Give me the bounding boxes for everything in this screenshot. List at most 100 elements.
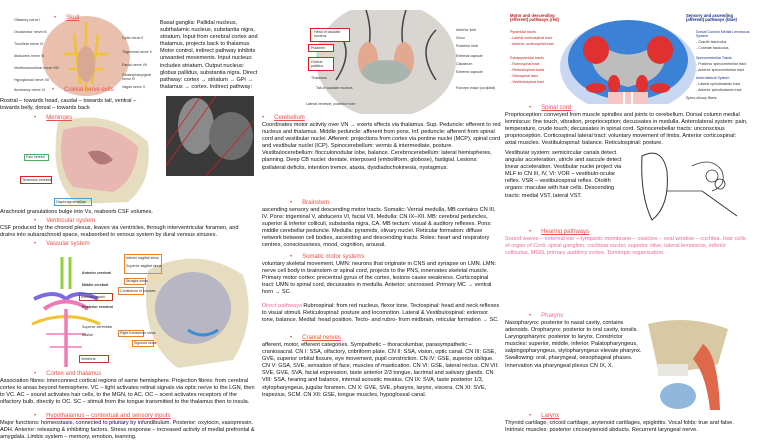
label: Anterior cerebral xyxy=(82,271,111,275)
larynx-section: •Larynx Thyroid cartilage, cricoid carti… xyxy=(505,412,749,441)
label: Putamen xyxy=(311,46,326,50)
label: Anterolateral System xyxy=(696,76,730,80)
label: Sigmoid sinus xyxy=(134,341,157,345)
basal-ganglia-text: Basal ganglia: Pallidal nucleus, subthal… xyxy=(160,20,258,90)
label: - Anterior corticospinal tract xyxy=(510,42,554,46)
meninges-note: Arachnoid granulations bulge into Vs, re… xyxy=(0,209,153,215)
hearing-text: Sound waves – external ear – tympanic me… xyxy=(505,236,746,257)
label: Internal carotid xyxy=(81,295,105,299)
label: Spino-olivary fibers xyxy=(686,96,717,100)
label: Motor and descending (efferent) pathways… xyxy=(510,13,559,22)
heading-hypothalamus: •Hypothalamus – contextual and sensory i… xyxy=(34,413,171,419)
larynx-text: Thyroid cartilage, cricoid cartilage, ar… xyxy=(505,420,734,434)
cerebellum-text: Coordinates motor activity over VN → exe… xyxy=(262,122,501,171)
label: Basilar xyxy=(82,333,93,337)
label: - Olivospinal tract xyxy=(510,74,538,78)
label: Posterior limb xyxy=(456,44,478,48)
label: Optic nerve II xyxy=(122,36,144,40)
label: Extrapyramidal tracts xyxy=(510,56,544,60)
heading-ventricular: •Ventricular system xyxy=(34,218,96,224)
label: - Reticulospinal tracts xyxy=(510,68,545,72)
pharynx-section: •Pharynx Nasopharynx: posterior to nasal… xyxy=(505,313,642,369)
ear-figure xyxy=(632,146,748,224)
direct-pathways-text: Rubrospinal: from red nucleus, flexor to… xyxy=(262,303,500,324)
label: Posterior cerebral xyxy=(82,305,113,309)
hearing-section: •Hearing pathways Sound waves – external… xyxy=(505,228,749,292)
label: Vertebral xyxy=(81,357,96,361)
label: Olfactory nerve I xyxy=(14,18,41,22)
cranial-nerves-section: •Cranial nerves afferent, motor, efferen… xyxy=(262,334,502,441)
label: Facial nerve VII xyxy=(122,63,147,67)
hypothalamus-text: Major functions: homeostasis, connected … xyxy=(0,420,255,441)
label: - Rubrospinal tract xyxy=(510,62,540,66)
heading-vascular: •Vascular system xyxy=(34,241,90,247)
label: Right transverse sinus xyxy=(120,331,156,335)
label: Globus pallidus xyxy=(311,60,324,68)
somatic-motor-text: voluntary skeletal movement. UMN: neuron… xyxy=(262,261,497,296)
cerebellum-section: •Cerebellum Coordinates motor activity o… xyxy=(262,115,501,171)
direct-pathways-heading: Direct pathways xyxy=(262,303,302,309)
somatic-motor-section: •Somatic motor systems voluntary skeleta… xyxy=(262,253,502,303)
brainstem-text: ascending sensory and descending motor t… xyxy=(262,207,496,249)
brainstem-section: •Brainstem ascending sensory and descend… xyxy=(262,199,502,253)
heading-skull: •Skull xyxy=(54,15,80,21)
label: Pyramidal tracts xyxy=(510,30,536,34)
label: Confluence of sinuses xyxy=(120,289,156,293)
label: Inferior sagittal sinus xyxy=(126,256,159,260)
brain-base-figure: Olfactory nerve I Oculomotor nerve III T… xyxy=(14,14,156,96)
label: Extreme capsule xyxy=(456,70,483,74)
circle-of-willis-figure: Anterior cerebral Middle cerebral Intern… xyxy=(14,249,114,369)
label: Sensory and ascending (afferent) pathway… xyxy=(686,13,737,22)
pharynx-text: Nasopharynx: posterior to nasal cavity, … xyxy=(505,320,642,369)
label: Vagus nerve X xyxy=(122,85,146,89)
label: Head of caudate nucleus xyxy=(314,30,341,38)
heading-cortex: •Cortex and thalamus xyxy=(34,371,102,377)
axial-brain-figure: Head of caudate nucleus Putamen Globus p… xyxy=(306,10,506,114)
label: Genu xyxy=(456,36,465,40)
label: Falx cerebri xyxy=(26,155,45,159)
label: - Cuneate fasciculus xyxy=(696,46,729,50)
heading-cn-exits: •Cranial nerve exits xyxy=(52,87,114,93)
heading-meninges: •Meninges xyxy=(34,115,73,121)
label: - Vestibulospinal tract xyxy=(510,80,545,84)
label: - Lateral corticospinal tract xyxy=(510,36,553,40)
vestibular-text: Vestibular system: semicircular canals d… xyxy=(505,150,622,199)
cranial-nerves-text: afferent, motor, efferent categories. Sy… xyxy=(262,342,499,398)
label: Tentorium cerebelli xyxy=(22,178,53,182)
label: Tail of caudate nucleus xyxy=(316,86,353,90)
label: Dorsal Column Medial Lemniscus System xyxy=(696,30,750,38)
pharynx-figure xyxy=(648,314,750,410)
label: - Anterior spinothalamic tract xyxy=(696,88,742,92)
label: Anterior limb xyxy=(456,28,477,32)
orientation-text: Rostral – towards head, caudal – towards… xyxy=(0,98,137,112)
label: Accessory nerve XI xyxy=(14,88,45,92)
label: Abducens nerve VI xyxy=(14,54,45,58)
label: Lateral ventricle, posterior horn xyxy=(306,102,356,106)
label: Superior cerebellar xyxy=(82,325,113,329)
label: Thalamus xyxy=(311,76,327,80)
cortex-text: Association fibres: interconnect cortica… xyxy=(0,378,255,406)
spinal-cord-section: •Spinal cord Proprioception: conveyed fr… xyxy=(505,105,748,147)
label: Glossopharyngeal nerve IX xyxy=(122,73,151,81)
mri-sagittal-figure xyxy=(166,96,254,176)
label: Trochlear nerve IV xyxy=(14,42,44,46)
label: External capsule xyxy=(456,54,483,58)
spinal-cord-text: Proprioception: conveyed from muscle spi… xyxy=(505,112,748,147)
label: Vestibulocochlear nerve VIII xyxy=(14,66,59,70)
label: Middle cerebral xyxy=(82,283,109,287)
meninges-figure: Falx cerebri Tentorium cerebelli Diaphra… xyxy=(18,112,158,208)
label: - Anterior spinocerebellar tract xyxy=(696,68,744,72)
dural-sinuses-figure: Inferior sagittal sinus Superior sagitta… xyxy=(118,250,258,370)
label: Claustrum xyxy=(456,62,473,66)
direct-pathways-section: Direct pathways Rubrospinal: from red nu… xyxy=(262,303,502,333)
label: Straight sinus xyxy=(126,279,148,283)
label: Hypoglossal nerve XII xyxy=(14,78,49,82)
label: Spinocerebellar Tracts xyxy=(696,56,732,60)
label: - Gracile fasciculus xyxy=(696,40,727,44)
ventricular-text: CSF produced by the choroid plexus, leav… xyxy=(0,225,239,239)
label: Superior sagittal sinus xyxy=(126,264,162,268)
label: Forceps major (occipital) xyxy=(456,86,496,90)
label: - Lateral spinothalamic tract xyxy=(696,82,741,86)
label: Trigeminal nerve V xyxy=(122,50,153,54)
spinal-cord-figure: Motor and descending (efferent) pathways… xyxy=(496,12,752,104)
